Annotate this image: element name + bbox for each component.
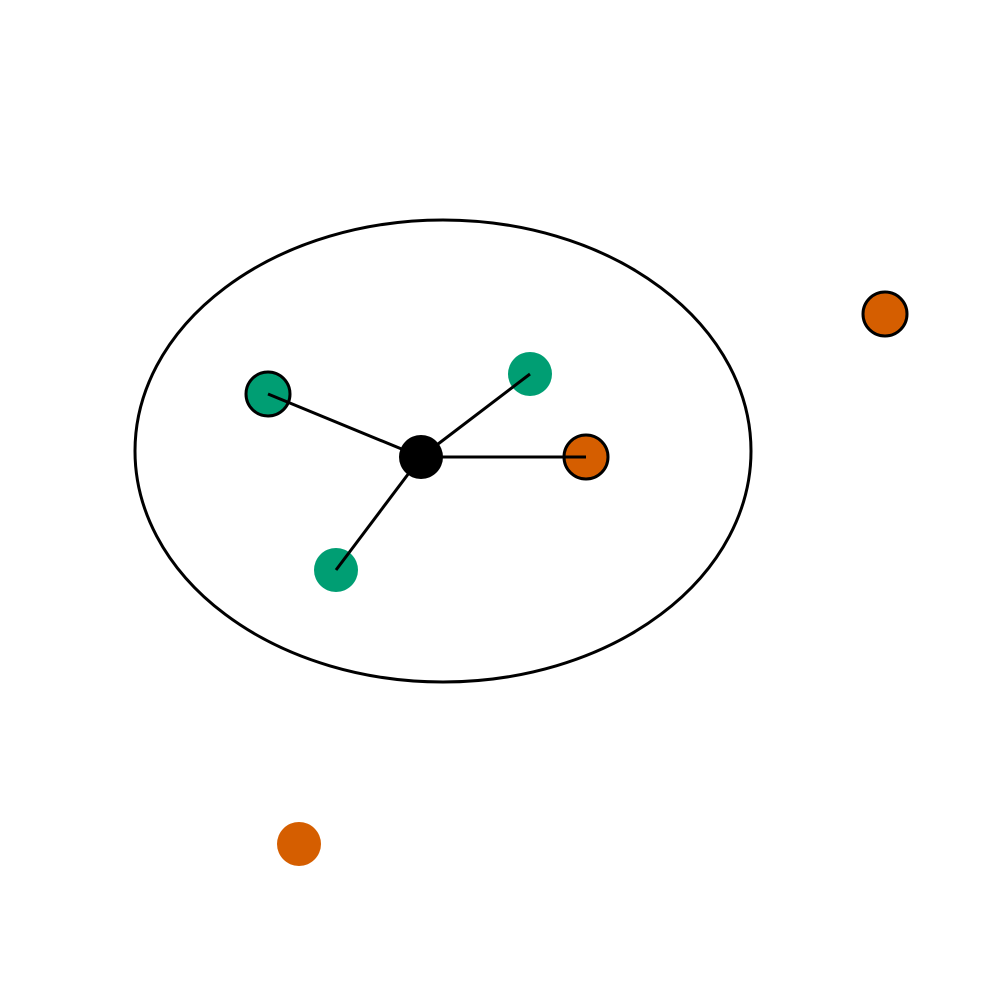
center-node (399, 435, 443, 479)
outside-node-1 (861, 290, 909, 338)
nodes-layer (244, 290, 909, 866)
edges-layer (267, 372, 586, 571)
edge-tail-4 (334, 551, 351, 571)
edge-2 (420, 372, 531, 459)
outside-node-2 (277, 822, 321, 866)
edge-tail-2 (511, 372, 531, 389)
edge-4 (334, 456, 423, 571)
edge-tail-1 (267, 392, 289, 404)
edge-1 (267, 392, 422, 459)
group-boundary-ellipse (133, 218, 753, 684)
